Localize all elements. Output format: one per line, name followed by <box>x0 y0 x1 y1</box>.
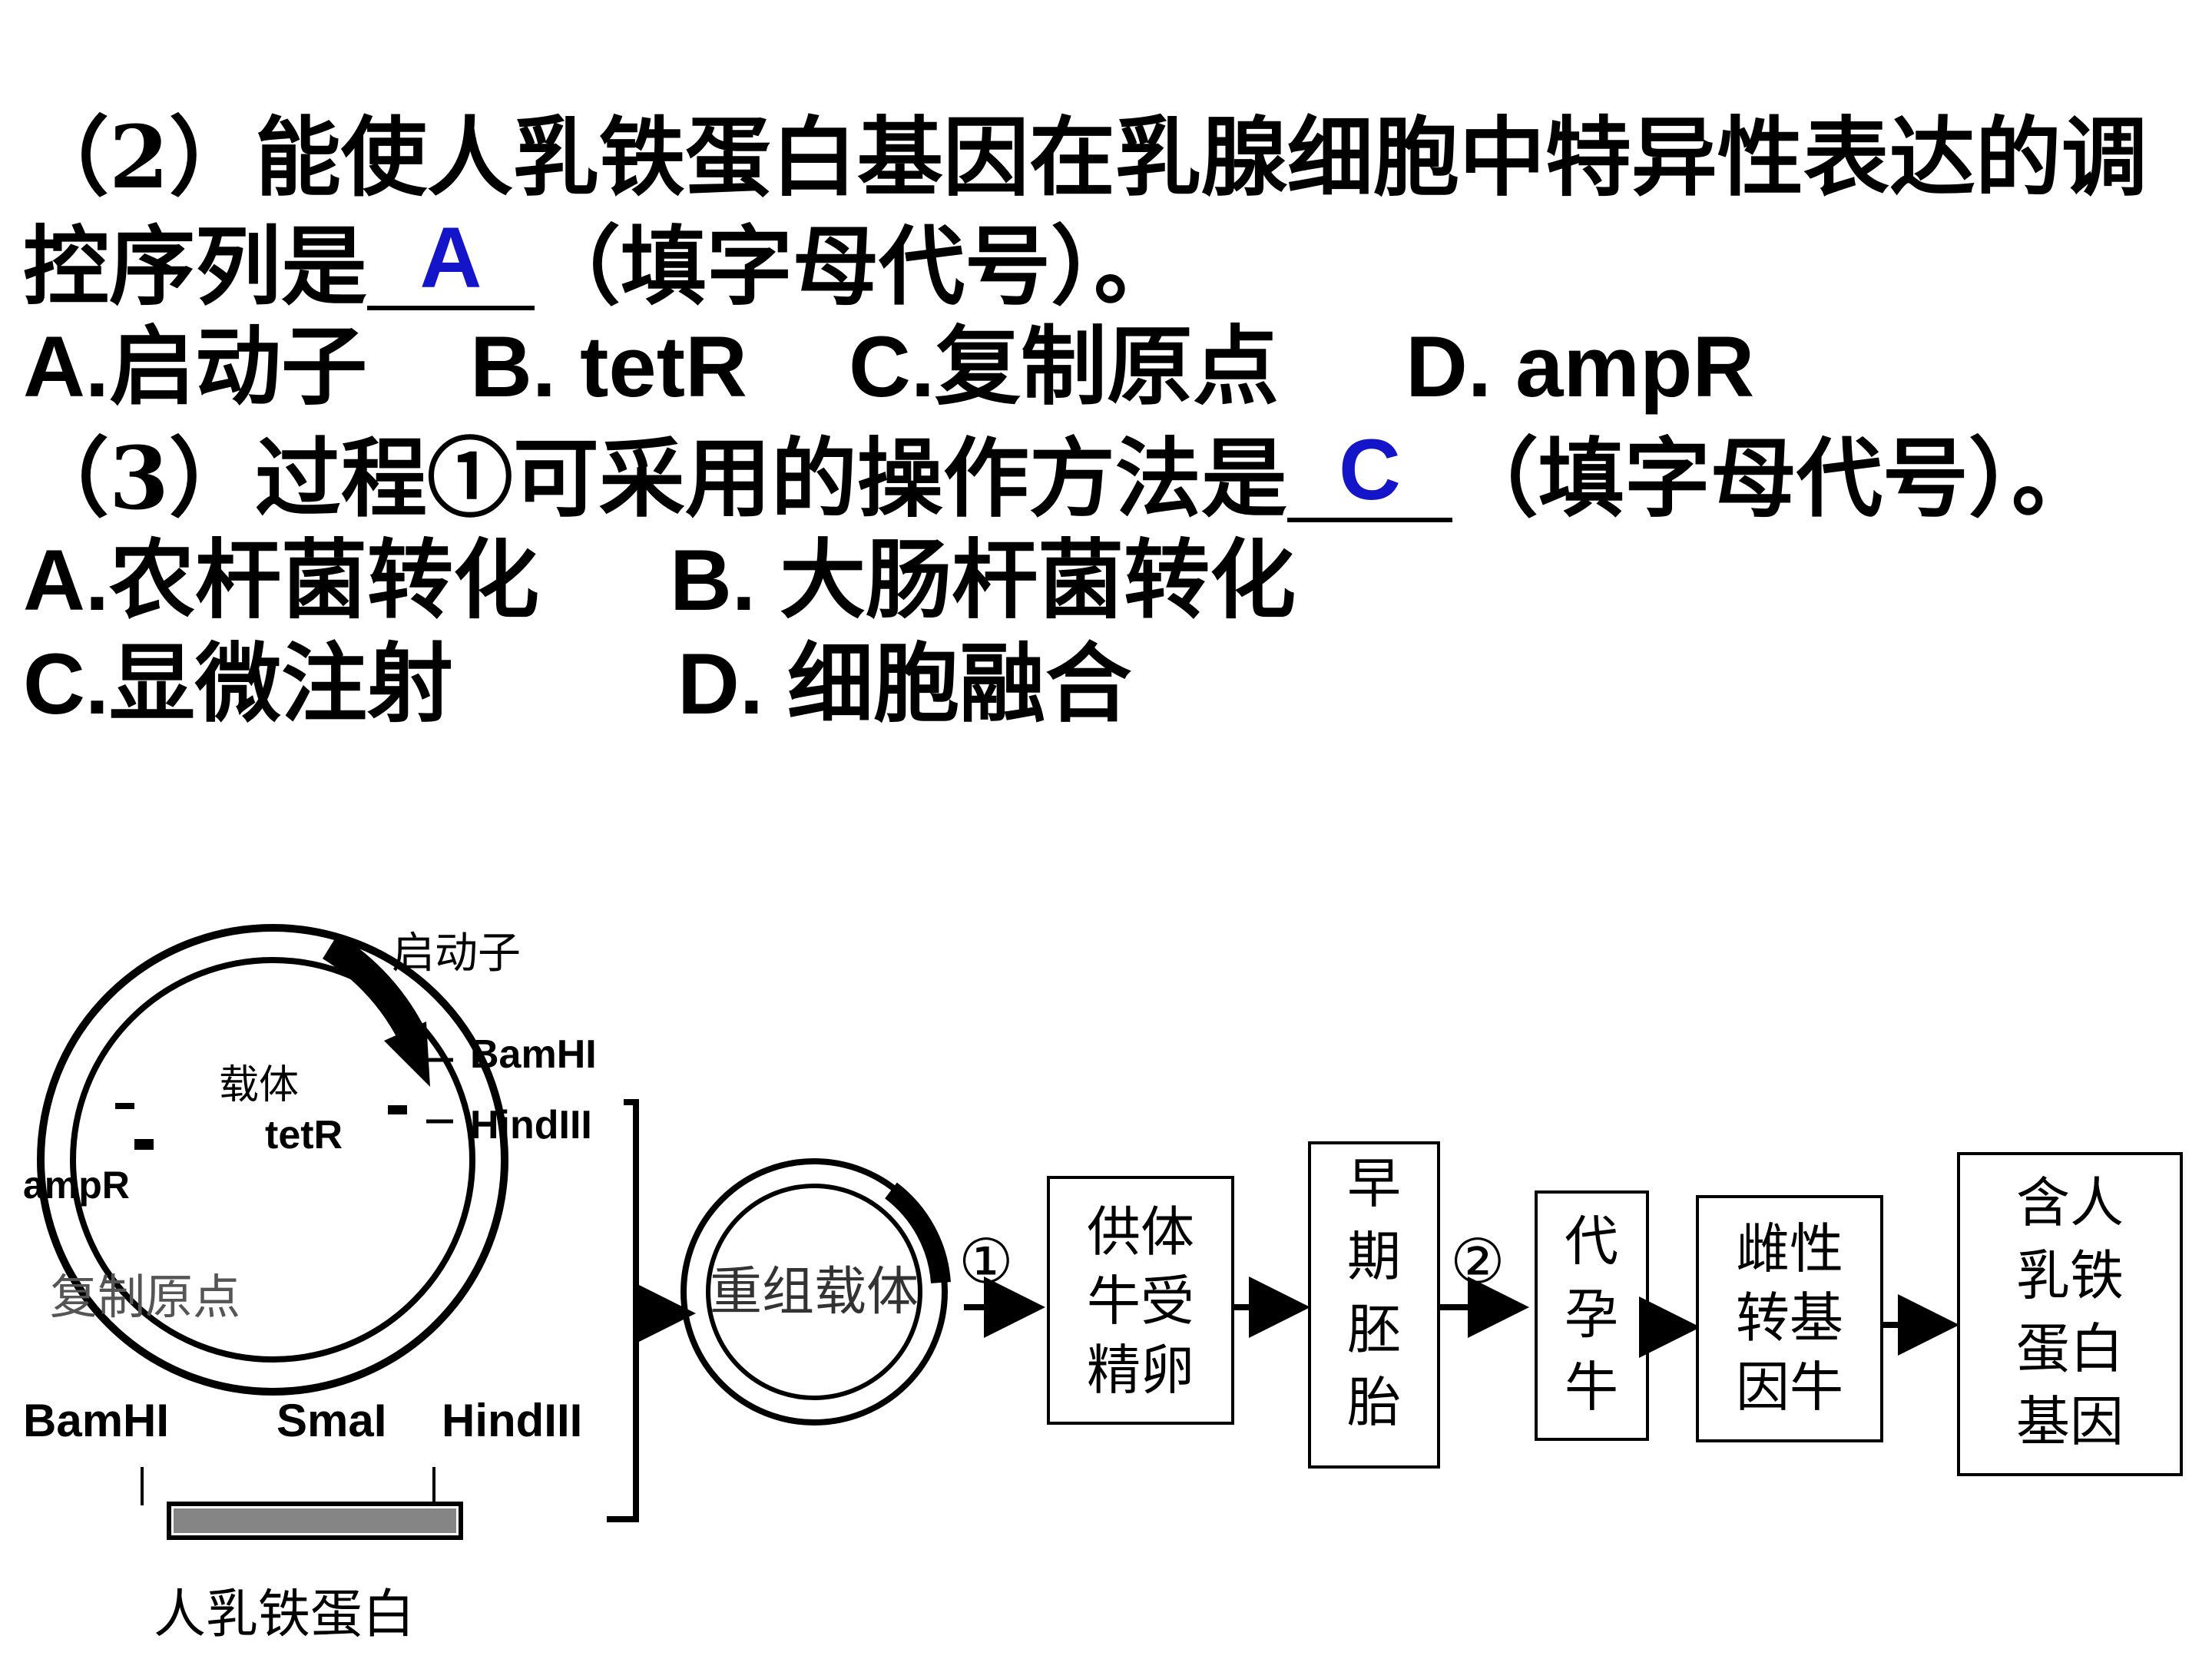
option-2d: D. ampR <box>1406 319 1755 415</box>
question2-line1: （2）能使人乳铁蛋白基因在乳腺细胞中特异性表达的调 <box>23 108 2147 208</box>
option-3b: B. 大肠杆菌转化 <box>670 532 1296 628</box>
vector-label: 载体 <box>219 1062 299 1108</box>
question3-options-row1: A.农杆菌转化 B. 大肠杆菌转化 <box>0 538 2212 624</box>
box-fertilized-egg: 供体 牛受 精卵 <box>1047 1176 1234 1425</box>
box1-line2: 牛受 <box>1087 1270 1194 1333</box>
promoter-arrow <box>384 1022 430 1087</box>
recombinant-vector: 重组载体 <box>680 1158 951 1426</box>
question3-suffix: （填字母代号）。 <box>1452 429 2098 529</box>
promoter-segment <box>322 933 429 1048</box>
box3-line1: 代 <box>1565 1210 1618 1273</box>
box-surrogate-cow: 代 孕 牛 <box>1535 1190 1649 1441</box>
option-2c: C.复制原点 <box>849 319 1279 415</box>
box2-line2: 期 <box>1347 1225 1401 1288</box>
box3-line2: 孕 <box>1565 1283 1618 1346</box>
box-early-embryo: 早 期 胚 胎 <box>1308 1141 1440 1469</box>
fragment-label: 人乳铁蛋白 <box>154 1584 415 1645</box>
fragment-site-smai: SmaI <box>276 1395 386 1446</box>
question2-suffix: （填字母代号）。 <box>535 217 1180 317</box>
fragment-hatching <box>174 1508 456 1533</box>
option-3c: C.显微注射 <box>23 636 453 732</box>
answer-blank-3[interactable]: C <box>1286 427 1452 522</box>
question2-prefix: 控序列是 <box>23 217 367 317</box>
recombinant-inner-ring <box>706 1184 922 1400</box>
question2-options: A.启动子 B. tetR C.复制原点 D. ampR <box>0 324 2212 410</box>
plasmid-outer-ring <box>37 924 508 1396</box>
tetr-label: tetR <box>265 1113 343 1157</box>
step2-label: ② <box>1450 1226 1505 1297</box>
recombinant-label: 重组载体 <box>710 1262 919 1323</box>
hindiii-label: HindIII <box>470 1103 592 1147</box>
box1-line1: 供体 <box>1087 1200 1194 1263</box>
fragment-site-hindiii: HindIII <box>442 1395 582 1446</box>
box5-line1: 含人 <box>2016 1171 2124 1234</box>
plasmid-inner-ring <box>70 957 475 1363</box>
option-2a: A.启动子 <box>23 319 367 415</box>
option-2b: B. tetR <box>470 319 747 415</box>
box2-line4: 胎 <box>1347 1371 1401 1434</box>
box3-line3: 牛 <box>1565 1356 1618 1419</box>
box4-line3: 因牛 <box>1736 1356 1843 1419</box>
gene-engineering-diagram: 载体 tetR 启动子 BamHI HindIII ampR 复制原点 BamH… <box>23 924 2183 1645</box>
option-3a: A.农杆菌转化 <box>23 532 539 628</box>
origin-label: 复制原点 <box>50 1269 240 1325</box>
recombinant-insert <box>884 1182 951 1284</box>
box-transgenic-cow: 雌性 转基 因牛 <box>1696 1195 1883 1442</box>
answer-3: C <box>1338 422 1401 518</box>
step1-label: ① <box>959 1226 1014 1297</box>
promoter-label: 启动子 <box>392 929 521 979</box>
question3-prefix: （3）过程①可采用的操作方法是 <box>23 429 1287 529</box>
answer-blank-2[interactable]: A <box>367 215 535 310</box>
box-lactoferrin-gene: 含人 乳铁 蛋白 基因 <box>1957 1152 2183 1476</box>
gene-fragment: BamHI SmaI HindIII 人乳铁蛋白 <box>23 1395 582 1645</box>
box4-line1: 雌性 <box>1736 1217 1843 1280</box>
option-3d: D. 细胞融合 <box>677 636 1132 732</box>
bamhi-label: BamHI <box>470 1032 597 1077</box>
vector-plasmid: 载体 tetR 启动子 BamHI HindIII ampR 复制原点 <box>23 924 597 1396</box>
box2-line1: 早 <box>1347 1152 1401 1215</box>
box5-line2: 乳铁 <box>2016 1244 2124 1307</box>
box4-line2: 转基 <box>1736 1286 1843 1349</box>
box5-line4: 基因 <box>2016 1390 2124 1453</box>
question3-options-row2: C.显微注射 D. 细胞融合 <box>0 641 2212 727</box>
recombinant-outer-ring <box>680 1158 948 1426</box>
box2-line3: 胚 <box>1347 1298 1401 1361</box>
ampr-label: ampR <box>23 1164 130 1207</box>
box1-line3: 精卵 <box>1087 1339 1194 1402</box>
answer-2: A <box>419 210 482 306</box>
fragment-site-bamhi: BamHI <box>23 1395 169 1446</box>
combine-bracket <box>607 1099 696 1522</box>
box5-line3: 蛋白 <box>2016 1317 2124 1380</box>
